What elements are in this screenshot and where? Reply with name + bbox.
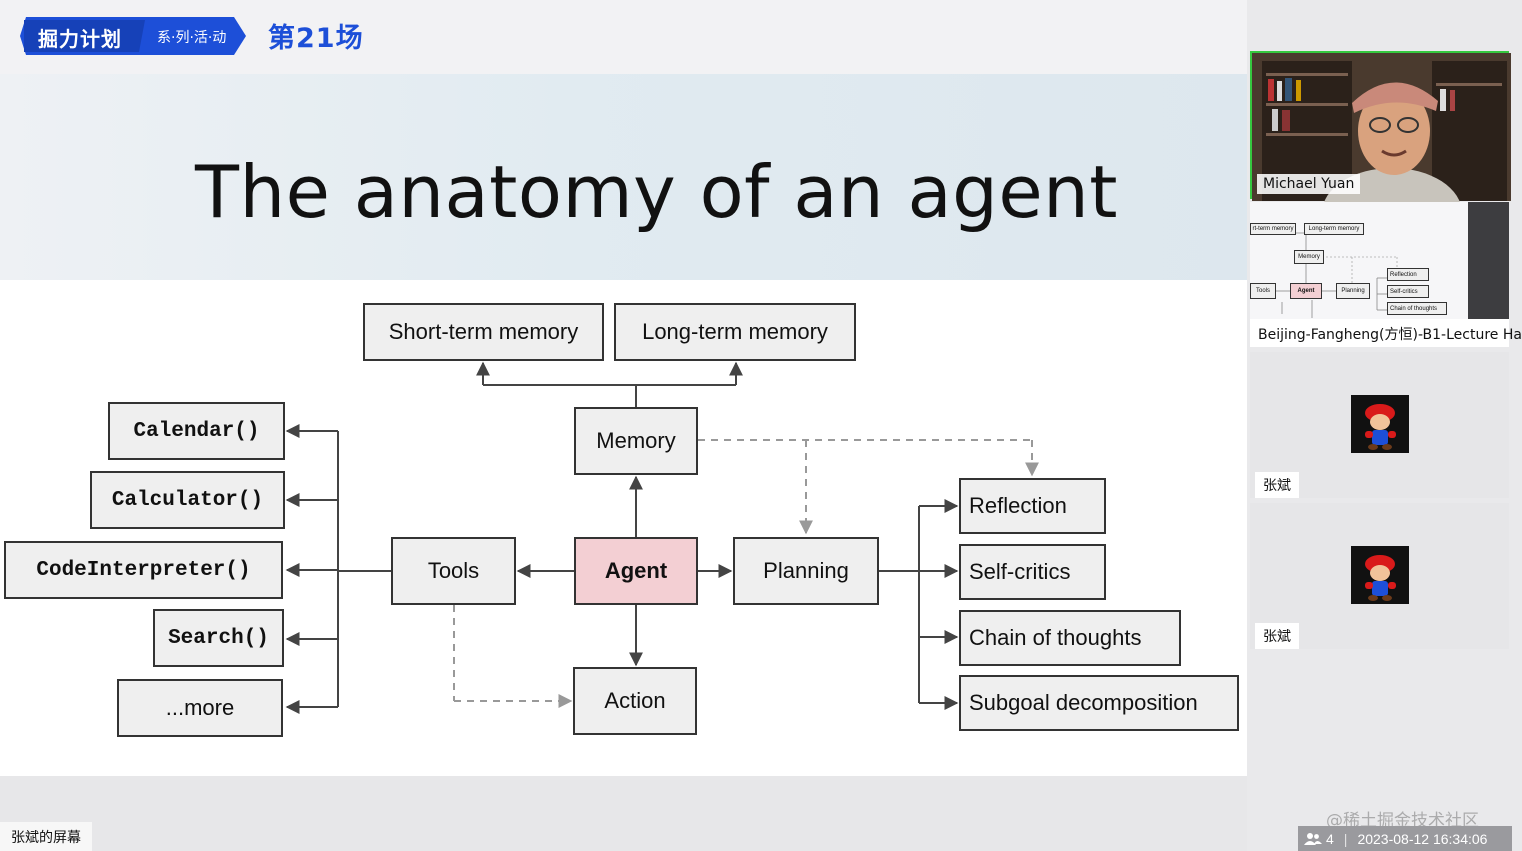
codeinterpreter-box: CodeInterpreter(): [4, 541, 283, 599]
participant-name: 张斌: [1255, 623, 1299, 649]
people-icon[interactable]: [1304, 832, 1322, 846]
meeting-datetime: 2023-08-12 16:34:06: [1357, 830, 1488, 847]
thumbnail-slide: rt-term memory Long-term memory Memory T…: [1250, 202, 1468, 319]
thumb-tools-box: Tools: [1250, 283, 1276, 299]
thumb-planning-box: Planning: [1336, 283, 1370, 299]
thumb-memory-box: Memory: [1294, 250, 1324, 264]
thumb-agent-box: Agent: [1290, 283, 1322, 299]
participant-name: Beijing-Fangheng(方恒)-B1-Lecture Ha: [1258, 327, 1522, 343]
subgoal-decomposition-box: Subgoal decomposition: [959, 675, 1239, 731]
shared-screen: 掘力计划 系·列·活·动 第21场 The anatomy of an agen…: [0, 0, 1247, 851]
brand-badge: 掘力计划 系·列·活·动: [20, 17, 246, 55]
planning-box: Planning: [733, 537, 879, 605]
participant-sidebar: Michael Yuan: [1247, 0, 1522, 851]
long-term-memory-box: Long-term memory: [614, 303, 856, 361]
memory-box: Memory: [574, 407, 698, 475]
thumb-long-term-box: Long-term memory: [1304, 223, 1364, 235]
session-number: 第21场: [268, 23, 364, 54]
screen-share-thumbnail-tile[interactable]: rt-term memory Long-term memory Memory T…: [1250, 202, 1522, 347]
calendar-box: Calendar(): [108, 402, 285, 460]
participant-avatar-tile[interactable]: 张斌: [1250, 503, 1509, 649]
participant-count[interactable]: 4: [1326, 830, 1334, 847]
diagram-connectors: [285, 361, 1039, 714]
thumb-reflection-box: Reflection: [1387, 268, 1429, 281]
search-box: Search(): [153, 609, 284, 667]
chain-of-thoughts-box: Chain of thoughts: [959, 610, 1181, 666]
thumbnail-dark-edge: [1468, 202, 1509, 319]
calculator-box: Calculator(): [90, 471, 285, 529]
brand-sub-text: 系·列·活·动: [157, 30, 227, 46]
slide-title-band: [0, 74, 1247, 280]
participant-name: Michael Yuan: [1257, 174, 1361, 194]
status-divider: |: [1343, 830, 1348, 847]
self-critics-box: Self-critics: [959, 544, 1106, 600]
screen-owner-label: 张斌的屏幕: [0, 822, 92, 851]
action-box: Action: [573, 667, 697, 735]
avatar: [1351, 395, 1409, 453]
thumb-self-critics-box: Self-critics: [1387, 285, 1429, 298]
avatar-character-icon: [1351, 546, 1409, 604]
avatar: [1351, 546, 1409, 604]
event-banner: 掘力计划 系·列·活·动 第21场: [0, 0, 1247, 74]
participant-name: 张斌: [1255, 472, 1299, 498]
short-term-memory-box: Short-term memory: [363, 303, 604, 361]
more-box: ...more: [117, 679, 283, 737]
participant-avatar-tile[interactable]: 张斌: [1250, 352, 1509, 498]
agent-box: Agent: [574, 537, 698, 605]
meeting-status-bar: 4 | 2023-08-12 16:34:06: [1298, 826, 1512, 851]
brand-main-text: 掘力计划: [38, 27, 122, 51]
participant-video-tile[interactable]: Michael Yuan: [1250, 51, 1511, 258]
tools-box: Tools: [391, 537, 516, 605]
avatar-character-icon: [1351, 395, 1409, 453]
slide-title: The anatomy of an agent: [195, 150, 1118, 234]
thumb-short-term-box: rt-term memory: [1250, 223, 1296, 235]
reflection-box: Reflection: [959, 478, 1106, 534]
thumb-chain-box: Chain of thoughts: [1387, 302, 1447, 315]
